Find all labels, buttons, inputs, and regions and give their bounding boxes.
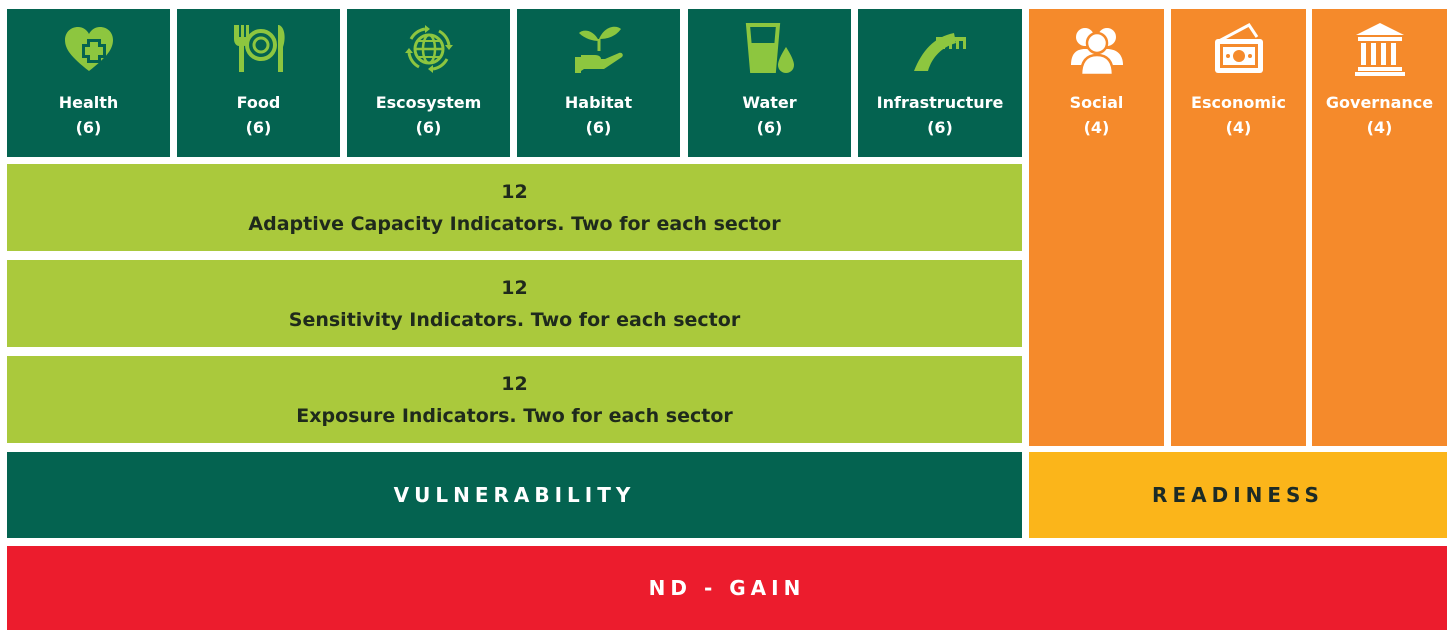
sector-count: (6) xyxy=(585,118,612,137)
sector-label: Escosystem xyxy=(375,93,482,112)
sector-label: Water xyxy=(742,93,797,112)
sector-count: (4) xyxy=(1225,118,1252,137)
sector-label: Social xyxy=(1069,93,1124,112)
sector-count: (6) xyxy=(245,118,272,137)
indicator-text: Adaptive Capacity Indicators. Two for ea… xyxy=(248,213,781,235)
sector-label: Health xyxy=(58,93,119,112)
sector-infrastructure: Infrastructure (6) xyxy=(858,9,1022,157)
adaptive-capacity-indicators: 12 Adaptive Capacity Indicators. Two for… xyxy=(7,164,1022,251)
hand-sprout-icon xyxy=(571,21,627,77)
sector-ecosystem: Escosystem (6) xyxy=(347,9,510,157)
exposure-indicators: 12 Exposure Indicators. Two for each sec… xyxy=(7,356,1022,443)
sector-habitat: Habitat (6) xyxy=(517,9,680,157)
indicator-count: 12 xyxy=(501,181,528,203)
indicator-count: 12 xyxy=(501,277,528,299)
money-icon xyxy=(1211,21,1267,77)
sector-count: (6) xyxy=(415,118,442,137)
sector-governance: Governance (4) xyxy=(1312,9,1447,446)
sector-count: (4) xyxy=(1083,118,1110,137)
glass-drop-icon xyxy=(742,21,798,77)
fork-plate-knife-icon xyxy=(231,21,287,77)
sector-food: Food (6) xyxy=(177,9,340,157)
heart-plus-icon xyxy=(61,21,117,77)
sector-label: Habitat xyxy=(564,93,633,112)
vulnerability-label: VULNERABILITY xyxy=(393,483,636,507)
sector-count: (6) xyxy=(75,118,102,137)
readiness-label: READINESS xyxy=(1152,483,1324,507)
sector-label: Esconomic xyxy=(1191,93,1286,112)
road-bridge-icon xyxy=(912,21,968,77)
nd-gain-band: ND - GAIN xyxy=(7,546,1447,630)
sector-social: Social (4) xyxy=(1029,9,1164,446)
nd-gain-label: ND - GAIN xyxy=(648,576,806,600)
sector-label: Governance xyxy=(1325,93,1434,112)
sensitivity-indicators: 12 Sensitivity Indicators. Two for each … xyxy=(7,260,1022,347)
sector-count: (4) xyxy=(1366,118,1393,137)
indicator-text: Sensitivity Indicators. Two for each sec… xyxy=(288,309,741,331)
vulnerability-band: VULNERABILITY xyxy=(7,452,1022,538)
sector-count: (6) xyxy=(756,118,783,137)
sector-economic: Esconomic (4) xyxy=(1171,9,1306,446)
indicator-text: Exposure Indicators. Two for each sector xyxy=(296,405,733,427)
people-icon xyxy=(1069,21,1125,77)
sector-label: Food xyxy=(236,93,281,112)
sector-water: Water (6) xyxy=(688,9,851,157)
sector-health: Health (6) xyxy=(7,9,170,157)
government-building-icon xyxy=(1352,21,1408,77)
sector-count: (6) xyxy=(927,118,953,137)
readiness-band: READINESS xyxy=(1029,452,1447,538)
globe-cycle-icon xyxy=(401,21,457,77)
sector-label: Infrastructure xyxy=(876,93,1004,112)
indicator-count: 12 xyxy=(501,373,528,395)
